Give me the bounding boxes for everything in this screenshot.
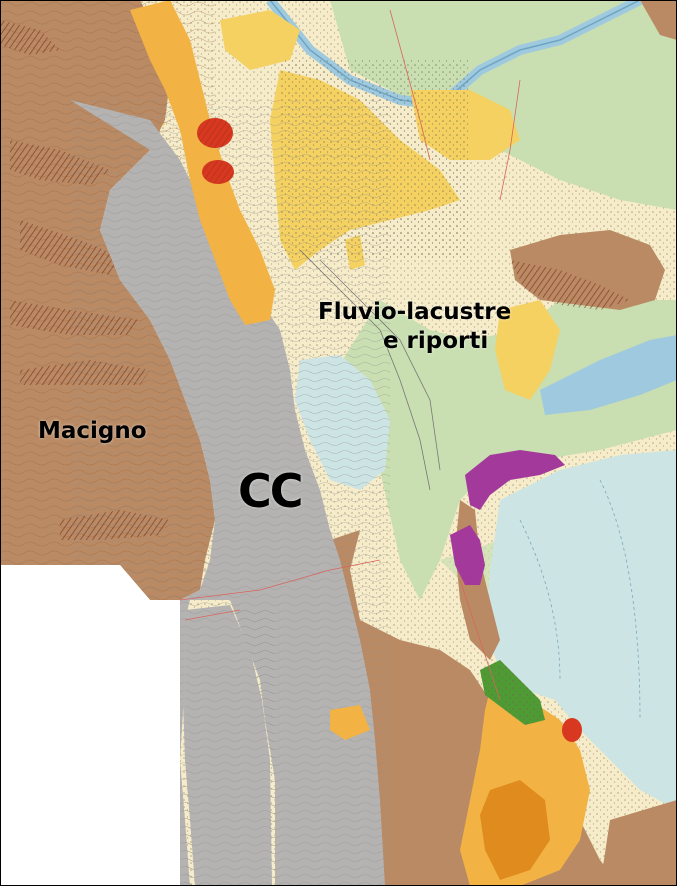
orange-deposit-band	[130, 0, 275, 325]
lake-east	[485, 450, 677, 810]
yellow-deposit-top	[220, 10, 300, 70]
green-terrace-area	[330, 0, 677, 210]
cc-label: CC	[238, 464, 304, 518]
yellow-deposit-east	[495, 300, 560, 400]
orange-deposit-small	[330, 705, 370, 740]
unmapped-area	[0, 565, 180, 886]
macigno-se-corner	[600, 800, 677, 886]
red-outcrop-3	[562, 718, 582, 742]
purple-outcrop-2	[450, 525, 485, 585]
macigno-label: Macigno	[38, 418, 147, 444]
river-channel-east	[540, 335, 677, 415]
fluvio-lacustre-label: Fluvio-lacustre e riporti	[318, 299, 512, 355]
orange-deposit-dark	[480, 780, 550, 880]
macigno-far-ne	[640, 0, 677, 40]
fluvio-lacustre-label-line1: Fluvio-lacustre	[318, 299, 512, 325]
purple-outcrop	[465, 450, 565, 510]
fluvio-lacustre-label-line2: e riporti	[382, 328, 489, 355]
